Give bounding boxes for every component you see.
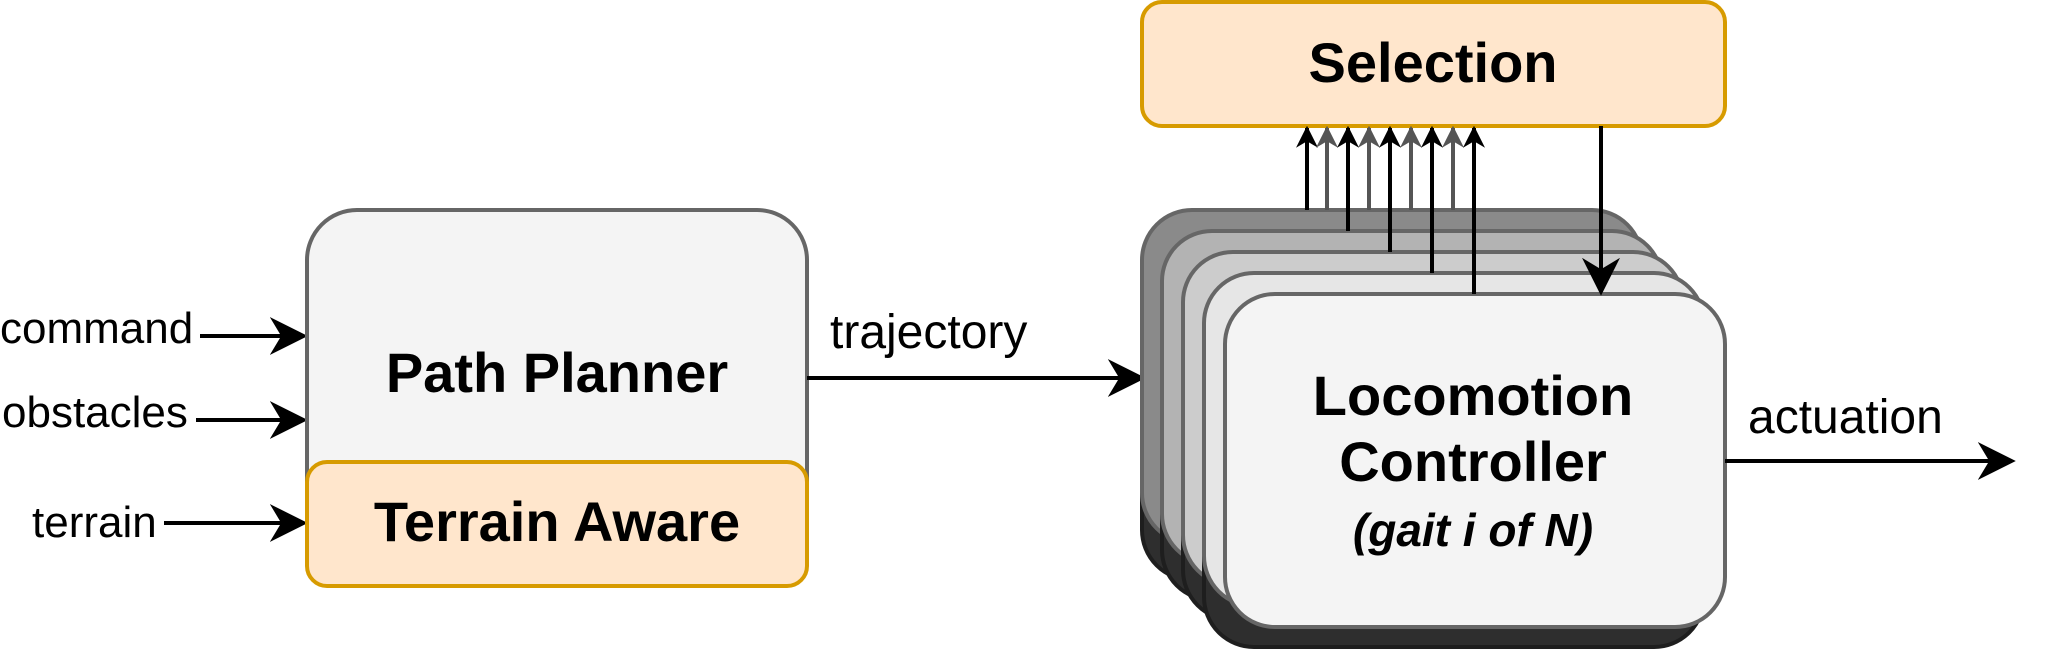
locomotion-title-line2: Controller	[1339, 430, 1607, 493]
controller-stack	[1140, 208, 1727, 649]
locomotion-title-line1: Locomotion	[1313, 364, 1633, 427]
path-planner-title: Path Planner	[386, 341, 728, 404]
actuation-label: actuation	[1748, 391, 1943, 444]
terrain-aware-title: Terrain Aware	[374, 490, 740, 553]
selection-title: Selection	[1309, 31, 1558, 94]
input-label-obstacles: obstacles	[2, 388, 188, 437]
input-label-command: command	[0, 304, 193, 353]
locomotion-subtitle: (gait i of N)	[1353, 504, 1593, 556]
selection-input-arrows	[1296, 125, 1485, 294]
terrain-aware-box	[305, 460, 809, 588]
input-label-terrain: terrain	[32, 498, 157, 547]
trajectory-label: trajectory	[830, 306, 1027, 359]
